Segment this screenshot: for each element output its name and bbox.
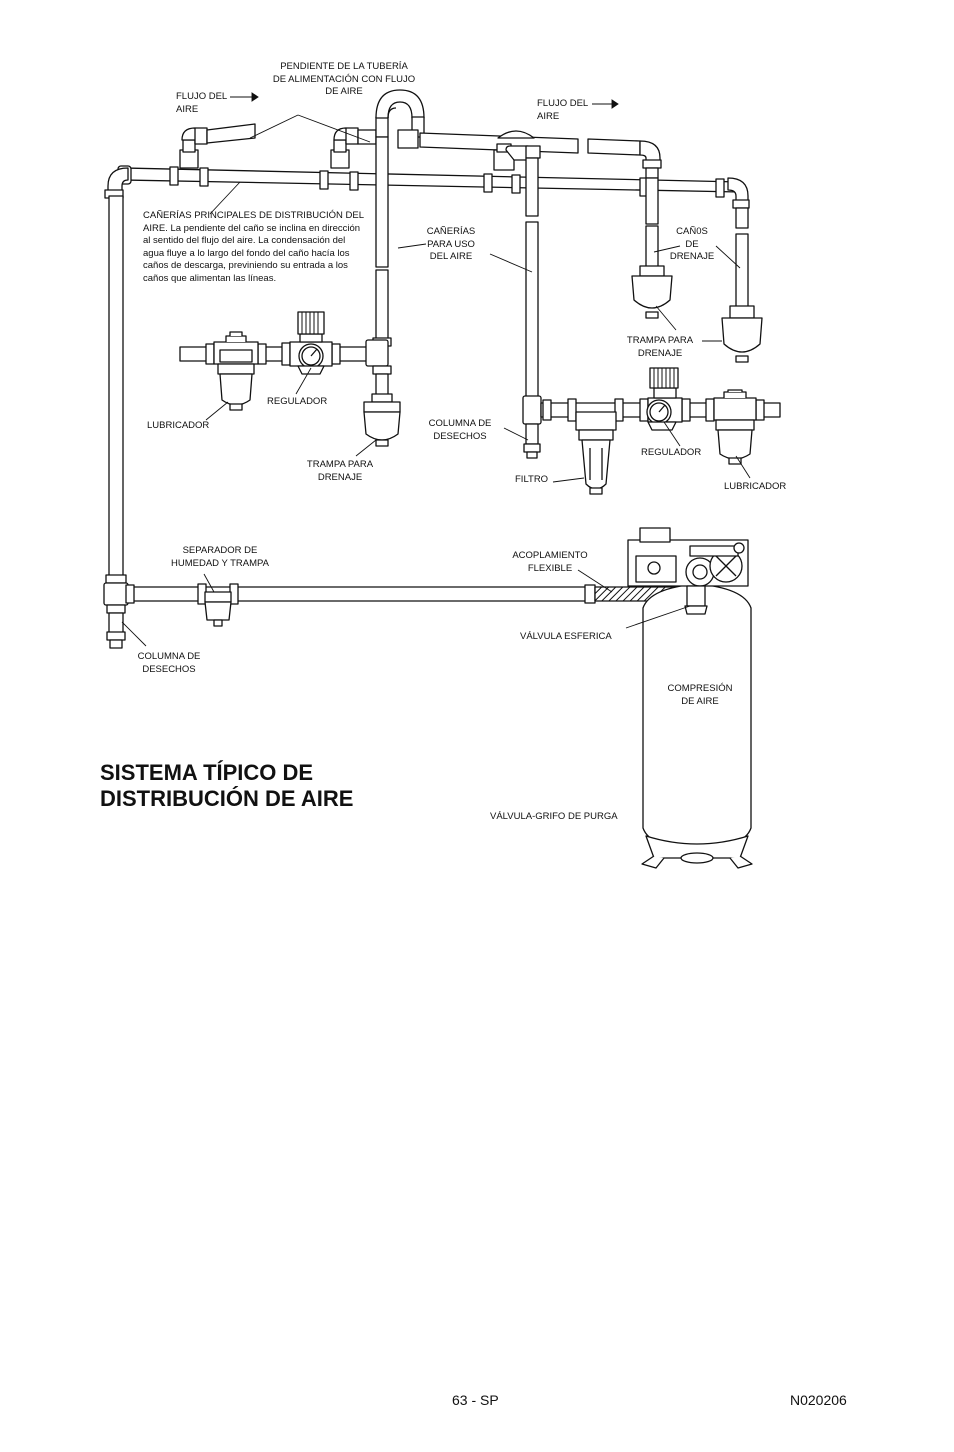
left-lubricator (213, 331, 259, 411)
label-regulador-left: REGULADOR (267, 396, 328, 407)
left-drop-elbow (104, 167, 129, 199)
leader-lines (121, 92, 751, 647)
drain-leg-2 (721, 233, 763, 363)
document-code: N020206 (790, 1392, 847, 1408)
drain-leg-1 (631, 177, 673, 319)
left-vertical-pipe (103, 195, 129, 649)
label-trampa-drenaje-mid: TRAMPA PARA DRENAJE (306, 459, 374, 483)
page-number: 63 - SP (452, 1392, 499, 1408)
label-pendiente: PENDIENTE DE LA TUBERÍA DE ALIMENTACIÓN … (272, 61, 416, 97)
label-acoplamiento: ACOPLAMIENTO FLEXIBLE (512, 550, 588, 574)
label-canerias-uso: CAÑERÍAS PARA USO DEL AIRE (426, 226, 476, 262)
mid-drain-trap (363, 401, 401, 447)
label-lubricador-right: LUBRICADOR (724, 481, 787, 492)
label-trampa-drenaje-right: TRAMPA PARA DRENAJE (626, 335, 694, 359)
separator-pipe (125, 583, 596, 605)
label-columna-desechos-left: COLUMNA DE DESECHOS (137, 651, 201, 675)
left-service-line (179, 339, 393, 403)
label-lubricador-left: LUBRICADOR (147, 420, 210, 431)
label-valvula-grifo: VÁLVULA-GRIFO DE PURGA (490, 811, 618, 822)
air-use-vertical (493, 143, 542, 459)
label-canos-drenaje: CAÑ0S DE DRENAJE (669, 226, 715, 262)
right-lubricator (713, 389, 757, 465)
label-flujo-right: FLUJO DEL AIRE (537, 98, 589, 122)
filter (575, 411, 617, 495)
label-canerias-principales: CAÑERÍAS PRINCIPALES DE DISTRIBUCIÓN DEL… (143, 210, 364, 284)
label-flujo-left: FLUJO DEL AIRE (176, 91, 228, 115)
label-valvula-esferica: VÁLVULA ESFERICA (520, 631, 612, 642)
moisture-separator (204, 591, 232, 627)
label-separador: SEPARADOR DE HUMEDAD Y TRAMPA (170, 545, 269, 569)
upper-feed-line (179, 89, 662, 179)
right-regulator (646, 367, 683, 431)
label-columna-desechos-mid: COLUMNA DE DESECHOS (428, 418, 492, 442)
loop-vertical-pipe (372, 136, 392, 347)
air-compressor-tank (627, 527, 753, 869)
left-regulator (289, 311, 333, 375)
label-regulador-right: REGULADOR (641, 447, 702, 458)
label-compresion: COMPRESIÓN DE AIRE (667, 683, 733, 707)
diagram-title: SISTEMA TÍPICO DE DISTRIBUCIÓN DE AIRE (100, 760, 354, 811)
label-filtro: FILTRO (515, 474, 549, 485)
